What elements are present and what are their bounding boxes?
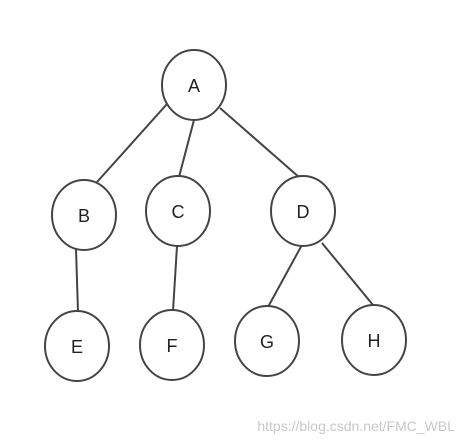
node-b: B: [51, 179, 117, 251]
edge-d-h: [321, 242, 374, 306]
node-e-label: E: [71, 337, 83, 357]
edge-a-d: [219, 107, 301, 179]
edge-b-e: [75, 248, 79, 313]
node-h: H: [341, 304, 407, 376]
node-c-label: C: [172, 202, 185, 222]
edge-c-f: [172, 245, 178, 312]
watermark: https://blog.csdn.net/FMC_WBL: [257, 418, 455, 434]
node-h-label: H: [368, 331, 381, 351]
node-g: G: [234, 305, 300, 377]
edge-a-c: [178, 119, 195, 178]
node-e: E: [44, 310, 110, 382]
node-g-label: G: [260, 332, 274, 352]
node-d: D: [270, 175, 336, 247]
node-f: F: [139, 309, 205, 381]
node-f-label: F: [167, 336, 178, 356]
edge-a-b: [96, 103, 168, 183]
node-d-label: D: [297, 202, 310, 222]
node-a-label: A: [188, 76, 200, 96]
node-a: A: [161, 49, 227, 121]
node-c: C: [145, 175, 211, 247]
node-b-label: B: [78, 206, 90, 226]
edge-d-g: [267, 242, 304, 308]
